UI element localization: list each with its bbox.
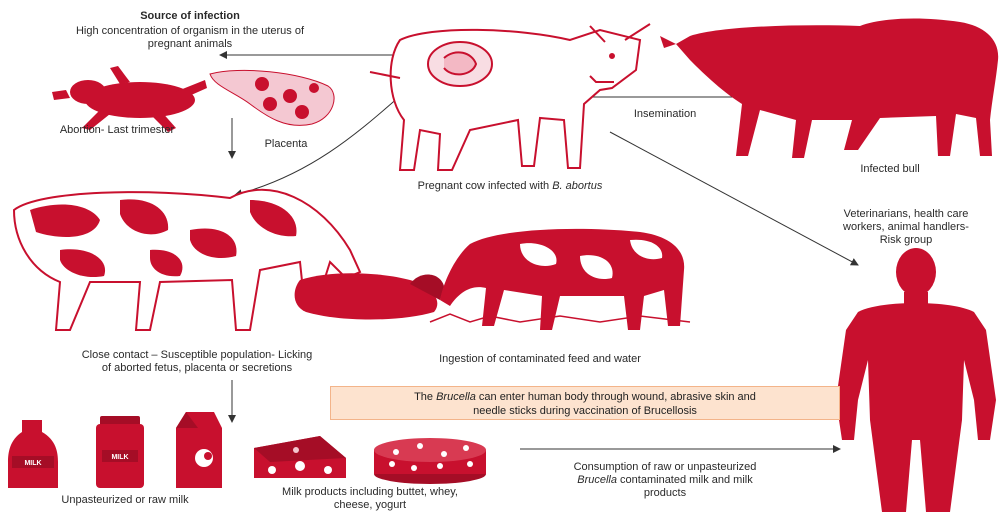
pregnant-cow-label: Pregnant cow infected with B. abortus [360,180,660,193]
note-line1-rest: can enter human body through wound, abra… [476,391,756,403]
note-line2: needle sticks during vaccination of Bruc… [473,405,697,417]
abortion-label: Abortion- Last trimester [22,124,212,137]
herd-cows-icon [14,190,444,330]
source-desc-line1: High concentration of organism in the ut… [76,25,304,37]
source-title: Source of infection [100,10,280,23]
risk-group-line2: workers, animal handlers- [843,221,969,233]
bull-icon [660,19,998,158]
insemination-label: Insemination [610,108,720,121]
raw-milk-label: Unpasteurized or raw milk [10,494,240,507]
risk-group-line1: Veterinarians, health care [844,208,969,220]
milk-products-line1: Milk products including buttet, whey, [282,486,458,498]
milk-products-line2: cheese, yogurt [334,499,406,511]
note-genus: Brucella [436,391,476,403]
cheese-wedge-icon [254,436,346,478]
cheese-wheel-icon [374,438,486,484]
close-contact-line2: of aborted fetus, placenta or secretions [102,362,292,374]
note-prefix: The [414,391,436,403]
milk-bottle-icon: MILK [8,420,58,488]
source-description: High concentration of organism in the ut… [20,25,360,51]
ingestion-label: Ingestion of contaminated feed and water [400,353,680,366]
close-contact-label: Close contact – Susceptible population- … [12,349,382,375]
infected-bull-label: Infected bull [840,163,940,176]
fetus-icon [52,66,207,132]
milk-bottle-label: MILK [24,460,41,467]
consumption-line3: products [644,487,686,499]
risk-group-label: Veterinarians, health care workers, anim… [808,208,1004,247]
pregnant-cow-label-species: B. abortus [552,180,602,192]
consumption-line2-rest: contaminated milk and milk [617,474,753,486]
source-desc-line2: pregnant animals [148,38,232,50]
milk-jar-icon: MILK [96,416,144,488]
milk-carton-icon [176,412,222,488]
placenta-label: Placenta [246,138,326,151]
close-contact-line1: Close contact – Susceptible population- … [82,349,313,361]
milk-products-label: Milk products including buttet, whey, ch… [240,486,500,512]
consumption-genus: Brucella [577,474,617,486]
risk-group-line3: Risk group [880,234,933,246]
pregnant-cow-label-prefix: Pregnant cow infected with [418,180,553,192]
milk-jar-label: MILK [111,454,128,461]
consumption-label: Consumption of raw or unpasteurized Bruc… [540,461,790,500]
consumption-line1: Consumption of raw or unpasteurized [574,461,757,473]
placenta-icon [210,70,334,125]
human-figure-icon [836,248,996,512]
human-entry-note: The Brucella can enter human body throug… [330,386,840,420]
grazing-cow-icon [430,229,690,330]
